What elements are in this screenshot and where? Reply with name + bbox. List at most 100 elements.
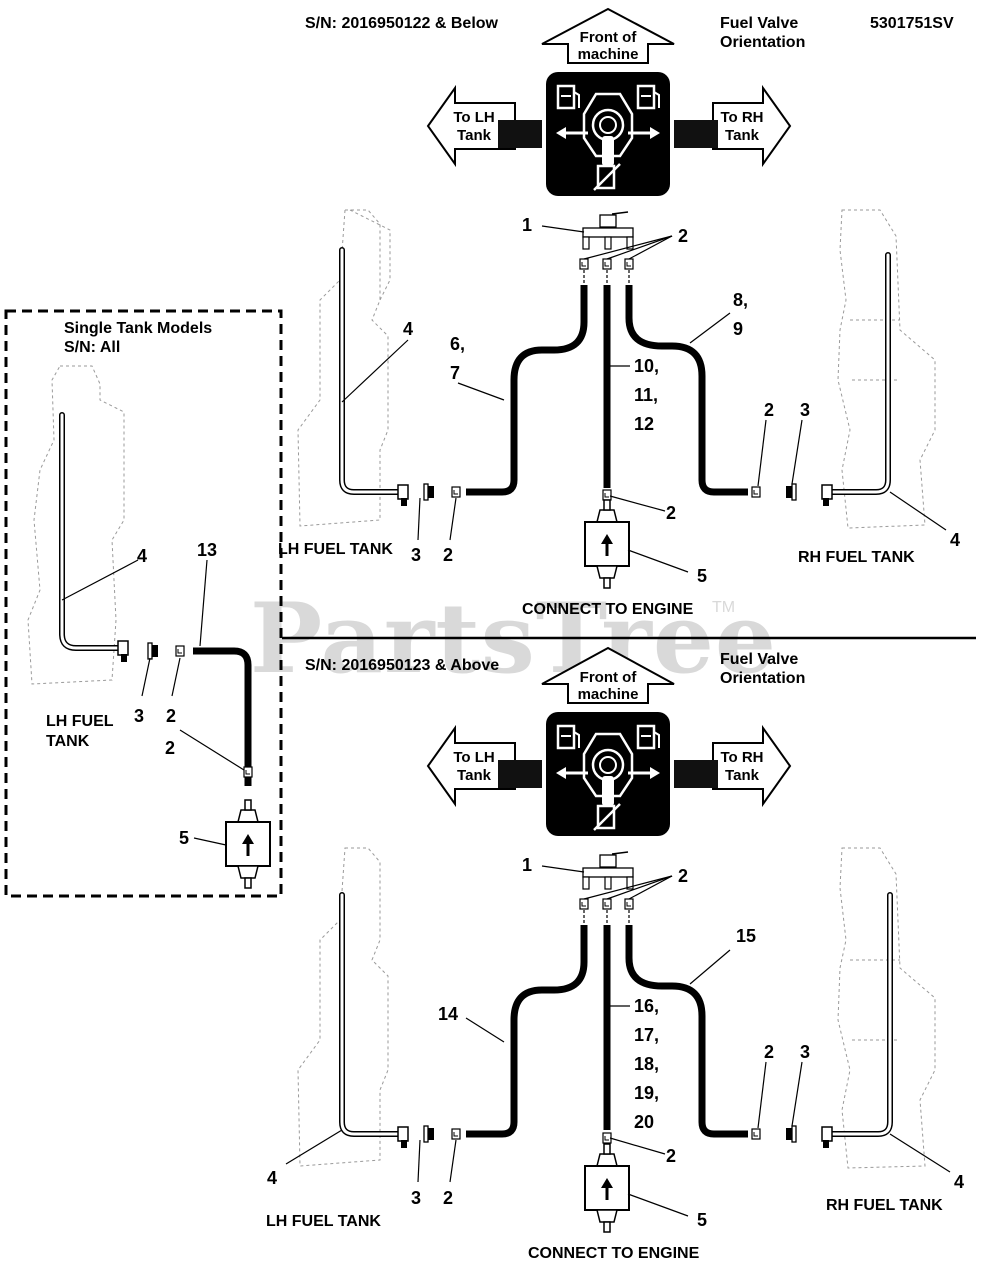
callout-2-lh-top: 2 [443,545,453,565]
callout-2-filter-bottom: 2 [666,1146,676,1166]
fuel-filter-top [583,498,631,590]
lh-tank-outline-top [297,209,389,527]
callout-7: 7 [450,363,460,383]
connect-to-engine-top: CONNECT TO ENGINE [522,601,694,618]
callout-10: 10, [634,356,659,376]
rh-arrow-bottom [712,724,792,808]
serial-range-bottom: S/N: 2016950123 & Above [305,657,499,674]
lh-arrow-text1-bottom: To LH [453,749,494,766]
serial-range-top: S/N: 2016950122 & Below [305,15,499,32]
lh-pickup-tube-bottom [339,892,405,1137]
valve-orientation-label-bottom-2: Orientation [720,670,805,687]
callout-3-rh-top: 3 [800,400,810,420]
callout-14: 14 [438,1004,458,1024]
callout-5-single: 5 [179,828,189,848]
front-arrow-bottom [541,646,675,704]
rh-tank-outline-bottom [837,847,936,1169]
single-tank-box [4,309,283,898]
callout-2-rh-top: 2 [764,400,774,420]
callout-2-valve-top: 2 [678,226,688,246]
lh-pickup-tube-top [339,247,405,495]
fuel-valve-top [582,211,634,250]
callout-2-valve-bottom: 2 [678,866,688,886]
callout-20: 20 [634,1112,654,1132]
callout-4-rh-bottom: 4 [954,1172,964,1192]
fuel-filter-bottom [583,1142,631,1234]
hose-rh-top [625,285,748,496]
rh-fuel-tank-label-top: RH FUEL TANK [798,549,915,566]
single-tank-title: Single Tank Models [64,320,212,337]
callout-2-single-a: 2 [166,706,176,726]
valve-orientation-label-line1: Fuel Valve [720,15,798,32]
callout-1-top: 1 [522,215,532,235]
front-arrow-text2-bottom: machine [578,686,639,703]
lh-fuel-tank-label-bottom: LH FUEL TANK [266,1213,381,1230]
valve-orientation-label-line2: Orientation [720,34,805,51]
lh-arrow-text2-top: Tank [457,127,492,144]
callout-9: 9 [733,319,743,339]
callout-6: 6, [450,334,465,354]
lh-tank-detail-top [349,209,391,301]
callout-3-single: 3 [134,706,144,726]
callout-2-single-b: 2 [165,738,175,758]
callout-3-lh-bottom: 3 [411,1188,421,1208]
trademark-mark: TM [712,599,735,616]
callout-15: 15 [736,926,756,946]
rh-pickup-tube-top [827,252,891,495]
part-code: 5301751SV [870,15,954,32]
callout-4-single: 4 [137,546,147,566]
lh-arrow-text1-top: To LH [453,109,494,126]
callout-2-lh-bottom: 2 [443,1188,453,1208]
lh-fuel-tank-label-top: LH FUEL TANK [278,541,393,558]
hose-lh-bottom [466,925,588,1138]
single-tank-outline [27,365,125,685]
callout-4-lh-top: 4 [403,319,413,339]
rh-tank-outline-top [837,209,936,529]
lh-fuel-label-single-1: LH FUEL [46,713,114,730]
callout-17: 17, [634,1025,659,1045]
rh-arrow-text2-top: Tank [725,127,760,144]
callout-4-rh-top: 4 [950,530,960,550]
front-arrow-text1-bottom: Front of [580,669,638,686]
callout-1-bottom: 1 [522,855,532,875]
callout-16: 16, [634,996,659,1016]
lh-arrow-text2-bottom: Tank [457,767,492,784]
callout-5-bottom: 5 [697,1210,707,1230]
fuel-filter-single [224,798,272,890]
callout-13: 13 [197,540,217,560]
single-tank-serial: S/N: All [64,339,120,356]
front-arrow-text1-top: Front of [580,29,638,46]
rh-arrow-text1-bottom: To RH [720,749,763,766]
callout-3-lh-top: 3 [411,545,421,565]
hose-lh-top [466,285,588,496]
callout-3-rh-bottom: 3 [800,1042,810,1062]
front-arrow-text2-top: machine [578,46,639,63]
lh-tank-outline-bottom [297,847,389,1167]
rh-fuel-tank-label-bottom: RH FUEL TANK [826,1197,943,1214]
callout-2-rh-bottom: 2 [764,1042,774,1062]
fuel-valve-panel-bottom [498,712,718,836]
rh-tank-detail-bottom [850,959,900,1041]
callout-11: 11, [634,385,658,405]
hose-single-tank [193,647,252,786]
front-arrow-top [541,7,675,64]
fuel-valve-panel-top [498,72,718,196]
callout-12: 12 [634,414,654,434]
callout-4-lh-bottom: 4 [267,1168,277,1188]
rh-arrow-text1-top: To RH [720,109,763,126]
callout-2-filter-top: 2 [666,503,676,523]
rh-arrow-top [712,84,792,168]
rh-pickup-tube-bottom [827,892,893,1137]
valve-orientation-label-bottom-1: Fuel Valve [720,651,798,668]
callout-18: 18, [634,1054,659,1074]
callout-19: 19, [634,1083,659,1103]
rh-tank-detail-top [850,319,900,381]
fuel-valve-bottom [582,851,634,890]
valve-orientation-top: Front of machine To LH Tank To RH Tank [426,7,792,196]
hose-rh-bottom [625,925,748,1138]
callout-5-top: 5 [697,566,707,586]
valve-orientation-bottom: Front of machine To LH Tank To RH Tank [426,646,792,836]
single-pickup-tube [59,412,125,651]
callout-8: 8, [733,290,748,310]
